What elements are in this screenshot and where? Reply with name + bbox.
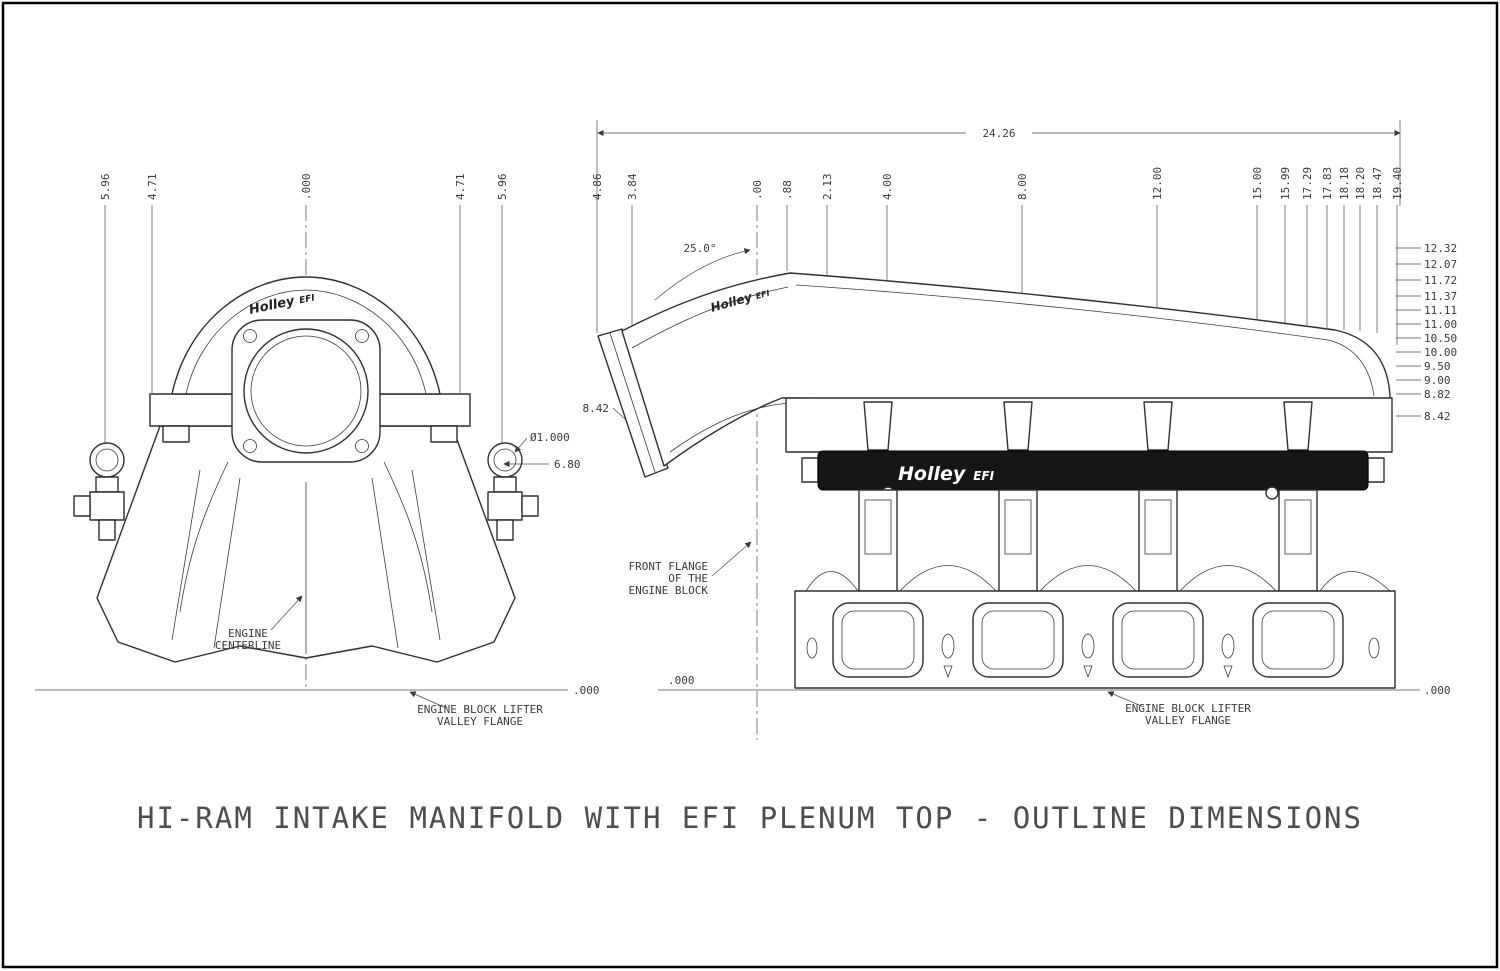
intake-port [972,602,1064,678]
bolt-hole [243,329,257,343]
rail-holley-text: Holley [898,463,967,485]
side-dim-top-9: 15.99 [1279,167,1292,200]
throttle-bore-outer [243,328,369,454]
side-dim-right-8: 9.50 [1424,360,1451,373]
side-dim-right-4: 11.11 [1424,304,1457,317]
bolt-hole [243,439,257,453]
side-valley-note-line2: VALLEY FLANGE [1145,714,1231,727]
front-dim-label-4: 5.96 [496,174,509,201]
base-flange [794,590,1396,689]
side-dim-right-7: 10.00 [1424,346,1457,359]
diameter-leader [514,437,528,453]
bolt-slot [941,633,955,659]
side-dim-right-2: 11.72 [1424,274,1457,287]
side-dim-right-6: 10.50 [1424,332,1457,345]
side-dim-top-3: .88 [781,180,794,200]
intake-port [832,602,924,678]
front-valley-note-line2: VALLEY FLANGE [437,715,523,728]
front-dimension-lines [104,205,503,688]
bolt-hole [355,439,369,453]
side-dim-top-5: 4.00 [881,174,894,201]
side-dim-right-5: 11.00 [1424,318,1457,331]
side-baseline-right-label: .000 [1424,684,1451,697]
diameter-label: Ø1.000 [530,431,570,444]
side-baseline-left-label: .000 [668,674,695,687]
side-dim-top-7: 12.00 [1151,167,1164,200]
side-valley-flange-note: ENGINE BLOCK LIFTER VALLEY FLANGE [1107,691,1251,727]
side-plenum-top: HolleyEFI [597,272,1391,478]
front-flange-note-line3: ENGINE BLOCK [629,584,709,597]
angle-arc [654,248,751,301]
side-dim-top-11: 17.83 [1321,167,1334,200]
side-mid-body [785,397,1393,453]
front-dim-label-1: 4.71 [146,174,159,201]
plenum-height-label: 8.42 [583,402,610,415]
side-view: 24.26 4.86 3.84 .00 .88 2.13 4.00 8.00 1… [583,120,1457,740]
dome-efi-text: EFI [298,293,316,306]
throttle-bore-inner [250,335,362,447]
rail-holley-logo: Holley EFI [898,463,995,485]
centerline-note-line2: CENTERLINE [215,639,281,652]
bolt-hole [355,329,369,343]
fuel-rail: Holley EFI [801,450,1385,500]
bolt-slot [1081,633,1095,659]
rail-end-cap-left [801,457,819,483]
drawing-title: HI-RAM INTAKE MANIFOLD WITH EFI PLENUM T… [137,801,1363,835]
side-dim-top-14: 18.47 [1371,167,1384,200]
centerline-note-line1: ENGINE [228,627,268,640]
front-flange-tab-right [430,425,458,443]
bolt-slot [1221,633,1235,659]
side-dim-top-1: 3.84 [626,173,639,200]
front-flange-tab-left [162,425,190,443]
side-dim-top-4: 2.13 [821,174,834,201]
runner-arches [805,565,1391,592]
rail-efi-text: EFI [973,469,994,483]
side-dim-right-1: 12.07 [1424,258,1457,271]
side-dim-top-12: 18.18 [1338,167,1351,200]
front-baseline-label: .000 [573,684,600,697]
angle-label: 25.0° [683,242,716,255]
front-dim-label-0: 5.96 [99,174,112,201]
rail-end-cap-right [1367,457,1385,483]
front-valley-note-line1: ENGINE BLOCK LIFTER [417,703,543,716]
side-dim-top-10: 17.29 [1301,167,1314,200]
side-dim-right-10: 8.82 [1424,388,1451,401]
injector-height-label: 6.80 [554,458,581,471]
front-injector-right [487,442,539,541]
elbow-efi-text: EFI [755,289,771,301]
intake-port [1252,602,1344,678]
bolt-slot [1368,637,1380,659]
front-throttle-flange [231,319,381,463]
front-flange-note-line1: FRONT FLANGE [629,560,708,573]
side-dim-right-0: 12.32 [1424,242,1457,255]
side-dim-top-13: 18.20 [1354,167,1367,200]
side-dim-top-8: 15.00 [1251,167,1264,200]
front-manifold-body [96,425,516,663]
rail-bolt [1265,486,1279,500]
side-dim-right-11: 8.42 [1424,410,1451,423]
front-valley-flange-note: ENGINE BLOCK LIFTER VALLEY FLANGE [409,691,543,728]
side-dim-right-9: 9.00 [1424,374,1451,387]
overall-width-label: 24.26 [982,127,1015,140]
front-flange-note-line2: OF THE [668,572,708,585]
bolt-slot [806,637,818,659]
front-dim-label-2: .000 [300,174,313,201]
side-right-dimension-leaders [1396,247,1421,417]
side-dim-top-0: 4.86 [591,174,604,201]
engine-centerline-note: ENGINE CENTERLINE [215,595,303,652]
side-dim-top-6: 8.00 [1016,174,1029,201]
side-dim-right-3: 11.37 [1424,290,1457,303]
side-valley-note-line1: ENGINE BLOCK LIFTER [1125,702,1251,715]
overall-width-dimension: 24.26 [597,125,1401,140]
front-flange-note: FRONT FLANGE OF THE ENGINE BLOCK [629,541,752,597]
side-dim-top-2: .00 [751,180,764,200]
injector-towers [858,489,1318,592]
side-dim-top-15: 19.40 [1391,167,1404,200]
intake-port [1112,602,1204,678]
front-injector-left [73,442,125,541]
front-dim-label-3: 4.71 [454,174,467,201]
